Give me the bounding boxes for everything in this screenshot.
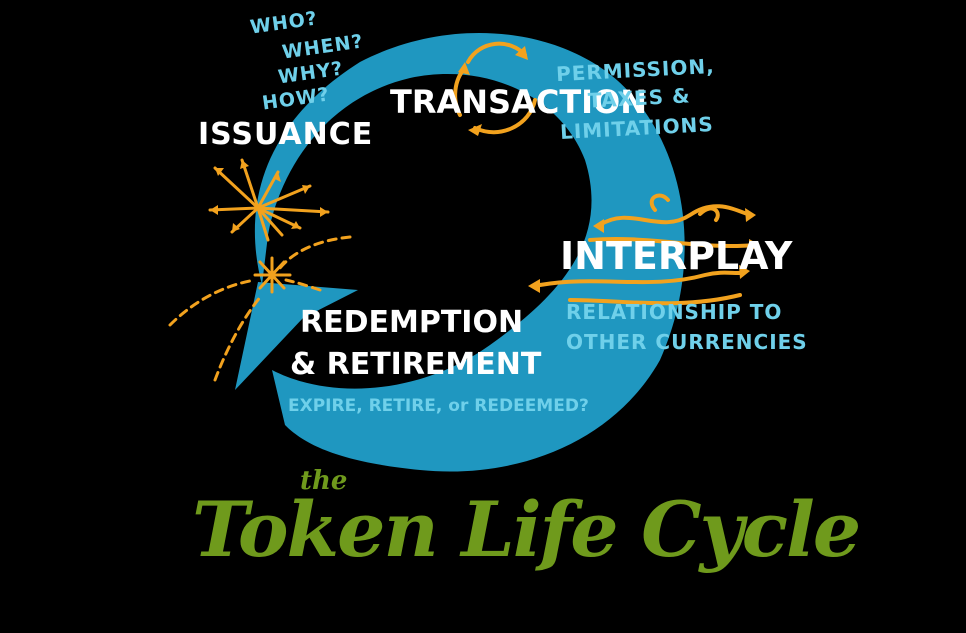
footer-small-title: the [300, 466, 348, 496]
footer-main-title: Token Life Cycle [192, 485, 861, 574]
issuance-arrowheads [210, 160, 328, 232]
interplay-arrowheads [528, 208, 760, 293]
interplay-title: INTERPLAY [560, 234, 793, 278]
interplay-detail-line-1: RELATIONSHIP TO [566, 300, 783, 324]
interplay-detail-line-2: OTHER CURRENCIES [566, 330, 808, 354]
cycle-arrowhead [235, 282, 358, 390]
interplay-swirl-icon [538, 193, 757, 306]
redemption-title-line-2: & RETIREMENT [290, 347, 542, 382]
issuance-burst-icon [208, 158, 330, 242]
redemption-title-line-1: REDEMPTION [300, 305, 524, 340]
redemption-detail: EXPIRE, RETIRE, or REDEEMED? [288, 396, 589, 416]
transaction-loop-arrowheads [458, 46, 528, 136]
cycle-arrow-band [254, 32, 685, 472]
transaction-title: TRANSACTION [390, 83, 648, 121]
transaction-detail-line-2: TAXES & [587, 83, 692, 113]
issuance-title: ISSUANCE [198, 117, 374, 152]
redemption-converge-icon [168, 235, 352, 382]
